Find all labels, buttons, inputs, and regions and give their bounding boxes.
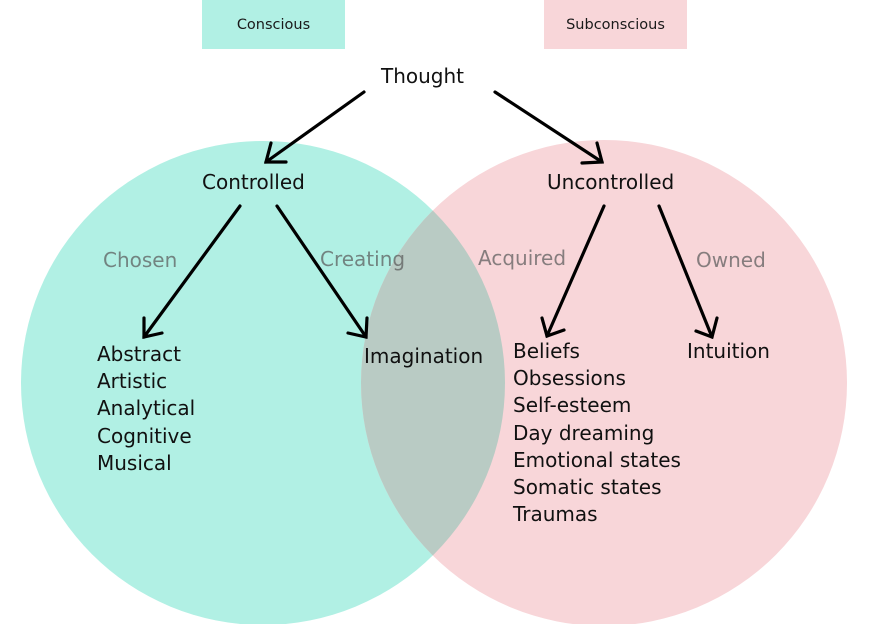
controlled-items-list: Abstract Artistic Analytical Cognitive M… [97,341,195,477]
arrow-controlled-to-abstract [142,204,242,339]
list-item: Traumas [513,502,598,527]
arrow-thought-to-controlled [263,90,366,164]
arrow-uncontrolled-to-beliefs [540,204,606,339]
legend-subconscious: Subconscious [544,0,687,49]
list-item: Musical [97,450,172,475]
list-item: Somatic states [513,474,662,499]
edge-label-chosen: Chosen [103,248,178,272]
list-item: Beliefs [513,339,580,363]
node-thought: Thought [381,64,465,88]
edge-label-owned: Owned [696,248,766,272]
list-item: Emotional states [513,447,681,472]
arrow-thought-to-uncontrolled [493,90,605,165]
edge-label-creating: Creating [320,247,406,271]
list-item: Abstract [97,342,181,366]
arrow-controlled-to-imagination [275,204,369,339]
arrow-uncontrolled-to-intuition [657,204,719,340]
legend-conscious-label: Conscious [236,16,311,33]
node-controlled: Controlled [202,170,305,194]
node-uncontrolled: Uncontrolled [547,170,675,194]
legend-conscious: Conscious [202,0,345,49]
list-item: Cognitive [97,423,192,448]
legend-subconscious-label: Subconscious [566,16,665,33]
node-intuition: Intuition [687,339,770,363]
uncontrolled-items-list: Beliefs Obsessions Self-esteem Day dream… [513,338,681,528]
list-item: Analytical [97,396,196,421]
list-item: Obsessions [513,366,626,391]
subconscious-circle [361,140,847,624]
node-imagination: Imagination [364,344,484,368]
edge-label-acquired: Acquired [478,246,567,270]
list-item: Self-esteem [513,393,632,418]
list-item: Day dreaming [513,420,655,445]
conscious-circle [21,141,505,624]
list-item: Artistic [97,369,168,394]
